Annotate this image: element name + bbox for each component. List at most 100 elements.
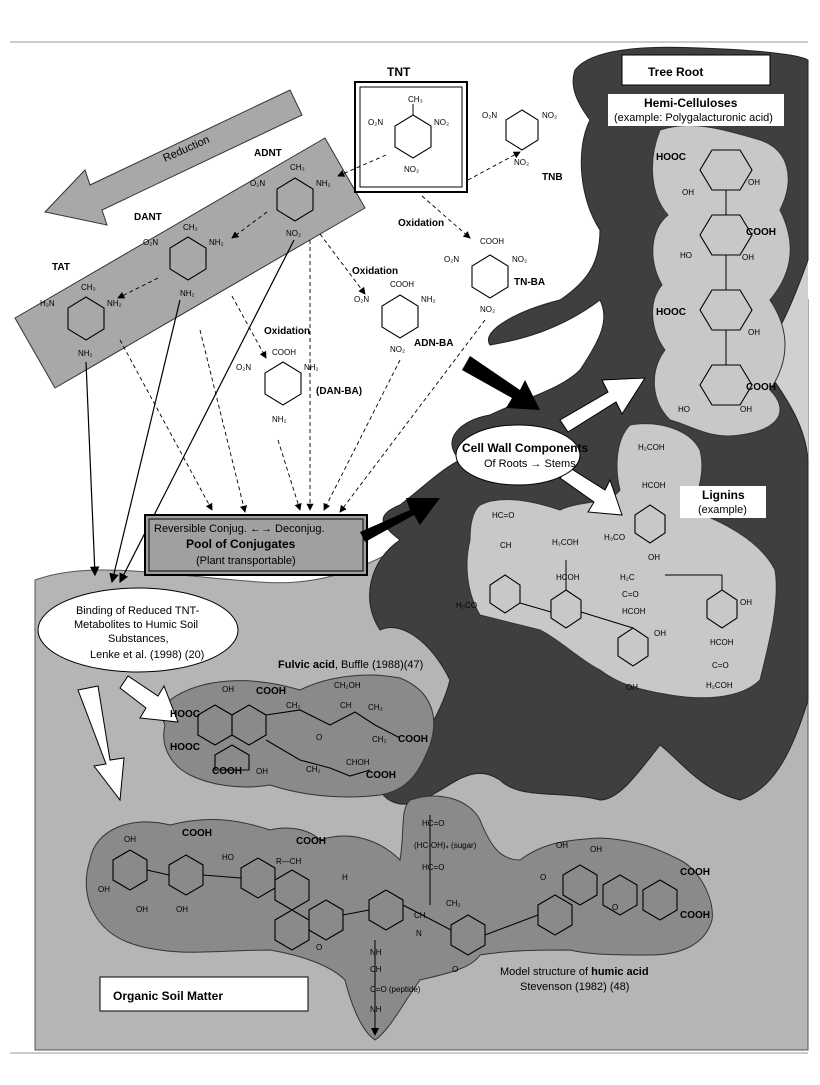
humic-citation: Stevenson (1982) (48) (520, 981, 629, 993)
lignin-oh-2: OH (654, 629, 666, 638)
hemi-cooh-1: COOH (746, 227, 776, 238)
fulvic-ch2-1: CH₂ (286, 701, 301, 710)
humic-nh-2: NH (370, 1005, 382, 1014)
dant-no2-left: O₂N (143, 238, 158, 247)
hemi-hooc-2: HOOC (656, 307, 686, 318)
dant-nh2-bottom: NH₂ (180, 289, 195, 298)
fulvic-structure (197, 704, 401, 777)
tat-nh2-bottom: NH₂ (78, 349, 93, 358)
fulvic-ch2-3: CH₂ (306, 765, 321, 774)
dant-ch3: CH₃ (183, 223, 198, 232)
lignins-subtitle: (example) (698, 504, 747, 516)
lignin-blob (466, 423, 777, 699)
lignin-hcoh-1: HCOH (642, 481, 666, 490)
lignin-hcoh-3: HCOH (622, 607, 646, 616)
hemi-hooc-1: HOOC (656, 152, 686, 163)
humic-h: H (342, 873, 348, 882)
hemi-subtitle: (example: Polygalacturonic acid) (614, 112, 773, 124)
hemi-label-box (608, 94, 784, 126)
lignins-label-box (680, 486, 766, 518)
danba-cooh: COOH (272, 348, 296, 357)
tnba-cooh: COOH (480, 237, 504, 246)
humic-structure (112, 815, 678, 1036)
adnba-label: ADN-BA (414, 338, 453, 349)
pool-line2: Pool of Conjugates (186, 537, 296, 551)
fulvic-ch3: CH₃ (368, 703, 383, 712)
tnt-ring (394, 114, 432, 159)
tnt-no2-bottom: NO₂ (404, 165, 419, 174)
fulvic-o-1: O (316, 733, 322, 742)
humic-hcoh4: (HC-OH)₄ (sugar) (414, 841, 477, 850)
dant-label: DANT (134, 212, 162, 223)
white-arrow-hemi (559, 377, 646, 433)
lignin-oh-1: OH (648, 553, 660, 562)
tnb-no2-bottom: NO₂ (514, 158, 529, 167)
humic-acid-blob (85, 795, 713, 1041)
lignin-ceo-2: C=O (712, 661, 729, 670)
tnt-box-inner (359, 86, 463, 188)
lignins-title: Lignins (702, 488, 745, 502)
adnba-no2-left: O₂N (354, 295, 369, 304)
fulvic-cooh-3: COOH (398, 734, 428, 745)
white-arrow-humic (77, 685, 125, 802)
tree-root-label-box (621, 54, 771, 86)
hemi-ho-1: HO (680, 251, 692, 260)
adnt-ch3: CH₃ (290, 163, 305, 172)
danba-label: (DAN-BA) (316, 386, 362, 397)
tnba-no2-bottom: NO₂ (480, 305, 495, 314)
dant-ring (169, 236, 207, 281)
white-arrow-lignin (559, 467, 623, 516)
binding-line4: Lenke et al. (1998) (20) (90, 649, 204, 661)
pool-line3: (Plant transportable) (196, 555, 296, 567)
hemi-oh-4: OH (748, 328, 760, 337)
lignin-ch-1: CH (500, 541, 512, 550)
adnt-label: ADNT (254, 148, 282, 159)
adnt-ring (276, 177, 314, 222)
hemi-cooh-2: COOH (746, 382, 776, 393)
fulvic-ch2-2: CH₂ (372, 735, 387, 744)
fulvic-choh: CHOH (346, 758, 370, 767)
fulvic-ch2oh: CH₂OH (334, 681, 361, 690)
tree-root-label: Tree Root (648, 65, 703, 79)
cell-wall-ellipse (455, 424, 581, 486)
pool-line1: Reversible Conjug. ←→ Deconjug. (154, 523, 325, 535)
binding-ellipse (37, 587, 239, 673)
tat-label: TAT (52, 262, 70, 273)
svg-text:Fulvic acid, Buffle (1988)(47): Fulvic acid, Buffle (1988)(47) (278, 659, 423, 671)
organic-soil-label: Organic Soil Matter (113, 989, 223, 1003)
lignin-h2coh-3: H₂COH (706, 681, 733, 690)
tat-nh2-right: NH₂ (107, 299, 122, 308)
fulvic-ch: CH (340, 701, 352, 710)
humic-ch-2: CH (370, 965, 382, 974)
lignin-h3co-1: H₃CO (604, 533, 625, 542)
cell-wall-line2: Of Roots → Stems (484, 458, 576, 470)
hemi-structure (699, 149, 753, 406)
humic-o-1: O (316, 943, 322, 952)
adnba-ring (381, 294, 419, 339)
humic-model-bold: humic acid (591, 966, 648, 978)
adnba-no2-bottom: NO₂ (390, 345, 405, 354)
hemi-title: Hemi-Celluloses (644, 96, 738, 110)
humic-ho: HO (222, 853, 234, 862)
adnba-cooh: COOH (390, 280, 414, 289)
humic-o-3: O (540, 873, 546, 882)
tnt-no2-right: NO₂ (434, 118, 449, 127)
hemicellulose-blob (651, 125, 791, 437)
fulvic-title-bold: Fulvic acid (278, 659, 335, 671)
fulvic-cooh-4: COOH (366, 770, 396, 781)
tnba-no2-left: O₂N (444, 255, 459, 264)
tnt-box (354, 81, 468, 193)
lignin-h2coh-1: H₂COH (638, 443, 665, 452)
fulvic-oh-2: OH (256, 767, 268, 776)
hemi-oh-2: OH (682, 188, 694, 197)
humic-oh-4: OH (176, 905, 188, 914)
oxidation-label-3: Oxidation (264, 326, 310, 337)
hemi-oh-5: OH (740, 405, 752, 414)
humic-hceo-1: HC=O (422, 819, 444, 828)
fulvic-cooh-1: COOH (256, 686, 286, 697)
lignin-hceo-1: HC=O (492, 511, 514, 520)
adnt-no2-bottom: NO₂ (286, 229, 301, 238)
danba-ring (264, 361, 302, 406)
fulvic-hooc-2: HOOC (170, 742, 200, 753)
humic-ch2: CH₂ (446, 899, 461, 908)
